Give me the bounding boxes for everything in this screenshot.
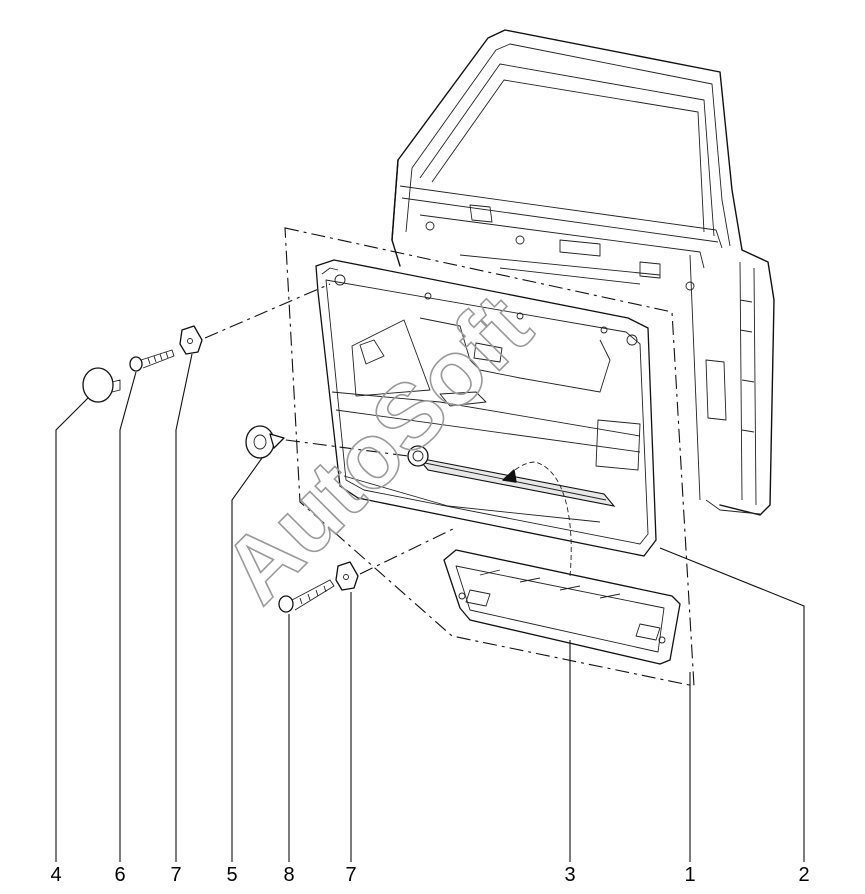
retaining-clip bbox=[245, 425, 285, 459]
armrest-pocket bbox=[443, 549, 681, 665]
install-path bbox=[507, 461, 572, 577]
callout-1: 1 bbox=[684, 864, 696, 886]
axis-middle bbox=[285, 439, 409, 457]
leader-lines bbox=[55, 353, 805, 862]
callout-7-lower: 7 bbox=[345, 864, 357, 886]
clip-nut-upper bbox=[179, 325, 203, 355]
clip-nut-lower bbox=[335, 561, 359, 591]
axis-lower bbox=[359, 527, 456, 575]
install-arrow bbox=[502, 469, 517, 483]
door-trim-panel bbox=[315, 259, 657, 557]
door-frame bbox=[391, 29, 775, 516]
screw-upper bbox=[129, 349, 175, 372]
callout-6: 6 bbox=[114, 864, 126, 886]
callout-7-upper: 7 bbox=[170, 864, 182, 886]
plug-cap bbox=[82, 367, 121, 403]
screw-lower bbox=[278, 579, 335, 613]
callout-8: 8 bbox=[283, 864, 295, 886]
assembly-outline bbox=[284, 227, 695, 687]
callout-2: 2 bbox=[798, 864, 810, 886]
callout-3: 3 bbox=[564, 864, 576, 886]
callout-5: 5 bbox=[226, 864, 238, 886]
axis-upper bbox=[204, 283, 331, 339]
callout-4: 4 bbox=[50, 864, 62, 886]
